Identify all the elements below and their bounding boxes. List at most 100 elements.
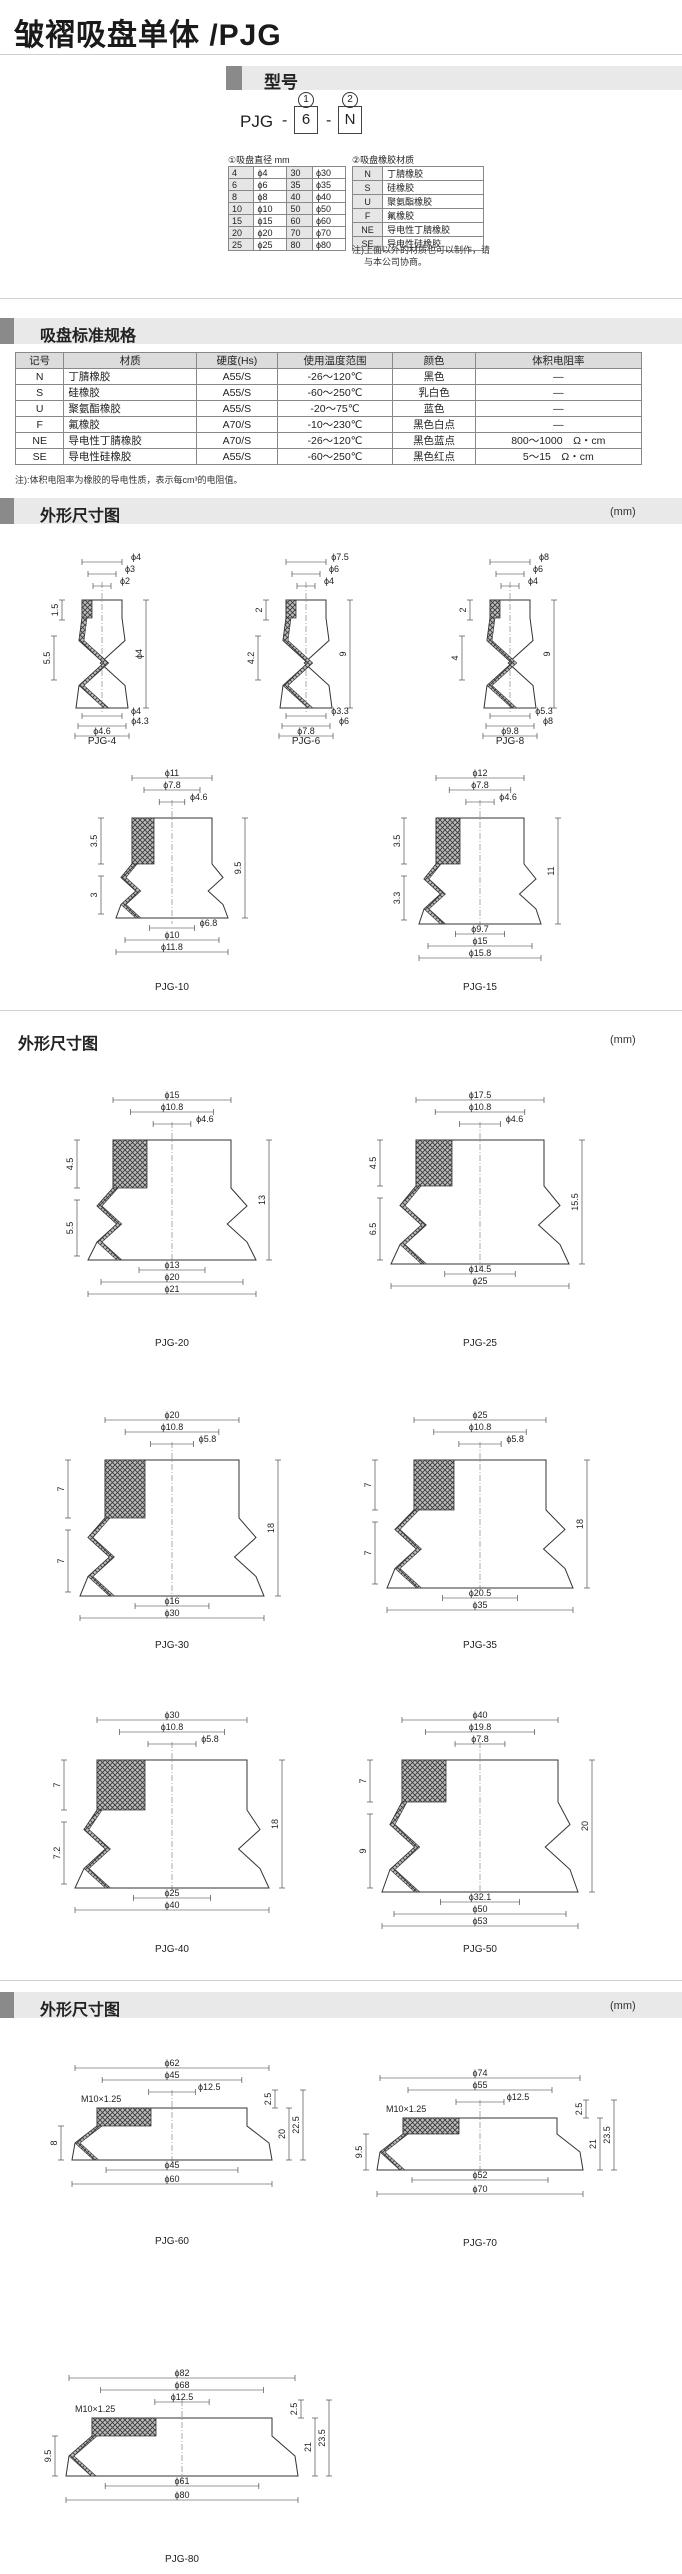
hatched-section [112,1139,148,1189]
drawing-label: PJG-20 [155,1338,189,1349]
dimension-label: 7 [363,1550,373,1555]
diameter-cell: ϕ80 [311,238,347,251]
dimension-label: ϕ60 [164,2174,179,2184]
dimension-label: ϕ20 [164,1272,179,1282]
material-note: 注)上面以外的材质也可以制作，请 与本公司协商。 [352,244,490,268]
dimension-label: ϕ82 [174,2368,189,2378]
diameter-cell: 20 [227,226,255,239]
dimension-label: ϕ4.6 [93,726,111,736]
dimension-label: ϕ4 [131,706,141,716]
dimension-label: 21 [303,2442,313,2452]
hatched-section [401,1759,447,1803]
dimension-label: ϕ2 [120,576,130,586]
drawing-label: PJG-40 [155,1944,189,1955]
dimension-label: ϕ70 [472,2184,487,2194]
dimension-label: ϕ10.8 [469,1422,492,1432]
hatched-wall [87,1517,116,1597]
dimension-label: ϕ30 [164,1608,179,1618]
dimension-label: ϕ8 [543,716,553,726]
spec-cell: -60～250℃ [276,448,394,465]
dimension-label: 4.5 [65,1158,75,1171]
spec-cell: SE [14,448,65,465]
dimension-label: 20 [277,2129,287,2139]
dimension-label: 7 [56,1558,66,1563]
dimension-label: 22.5 [291,2116,301,2134]
hatched-section [489,599,501,619]
material-cell: U [351,194,384,209]
diameter-cell: 10 [227,202,255,215]
hatched-section [81,599,93,619]
spec-cell: 聚氨酯橡胶 [63,400,198,417]
hatched-wall [96,1187,123,1261]
model-mark-2: 2 [342,92,358,108]
dimension-label: ϕ52 [472,2170,487,2180]
material-cell: F [351,208,384,223]
dimension-label: 2.5 [574,2103,584,2116]
dimension-label: 4.2 [246,652,256,665]
hatched-wall [394,1509,423,1589]
dimension-label: ϕ10.8 [161,1722,184,1732]
dimension-label: ϕ20 [164,1410,179,1420]
dimension-label: ϕ15 [164,1090,179,1100]
hatched-wall [389,1801,421,1893]
dimension-label: ϕ16 [164,1596,179,1606]
diameter-cell: 15 [227,214,255,227]
dimension-label: 9 [542,651,552,656]
dimension-label: 18 [266,1523,276,1533]
spec-cell: 黑色蓝点 [392,432,476,449]
dimension-label: ϕ7.8 [471,1734,489,1744]
spec-cell: -26～120℃ [276,432,394,449]
hatched-wall [486,617,518,709]
drawing-label: PJG-25 [463,1338,497,1349]
model-mark-1: 1 [298,92,314,108]
outline-heading-marker-3 [0,1992,14,2018]
dimension-label: ϕ4.6 [196,1114,214,1124]
hatched-wall [68,2435,98,2477]
dimension-label: 18 [575,1519,585,1529]
spec-cell: A55/S [196,448,278,465]
hatched-section [285,599,297,619]
spec-heading-marker [0,318,14,344]
dimension-label: 5.5 [65,1222,75,1235]
dimension-label: 2 [458,607,468,612]
dimension-label: 8 [49,2140,59,2145]
dimension-label: 2.5 [289,2403,299,2416]
spec-cell: 乳白色 [392,384,476,401]
model-dash-1: - [282,112,288,129]
dimension-label: 9 [338,651,348,656]
dimension-label: ϕ6.8 [200,918,218,928]
dimension-label: ϕ21 [164,1284,179,1294]
dimension-label: ϕ30 [164,1710,179,1720]
hatched-section [415,1139,453,1187]
dimension-label: ϕ4 [528,576,538,586]
dimension-label: ϕ4.3 [131,716,149,726]
dimension-label: ϕ6 [533,564,543,574]
hatched-section [96,1759,146,1811]
hatched-wall [423,863,447,925]
dimension-label: 7 [358,1778,368,1783]
dimension-label: ϕ12.5 [507,2092,530,2102]
outline-heading-3: 外形尺寸图 [40,2002,121,2019]
dimension-label: ϕ4 [134,649,144,659]
dimension-label: ϕ7.5 [331,552,349,562]
diameter-cell: 50 [286,202,313,215]
spec-heading: 吸盘标准规格 [40,328,137,345]
dimension-label: ϕ17.5 [469,1090,492,1100]
spec-cell: 黑色红点 [392,448,476,465]
dimension-label: 5.5 [42,652,52,665]
